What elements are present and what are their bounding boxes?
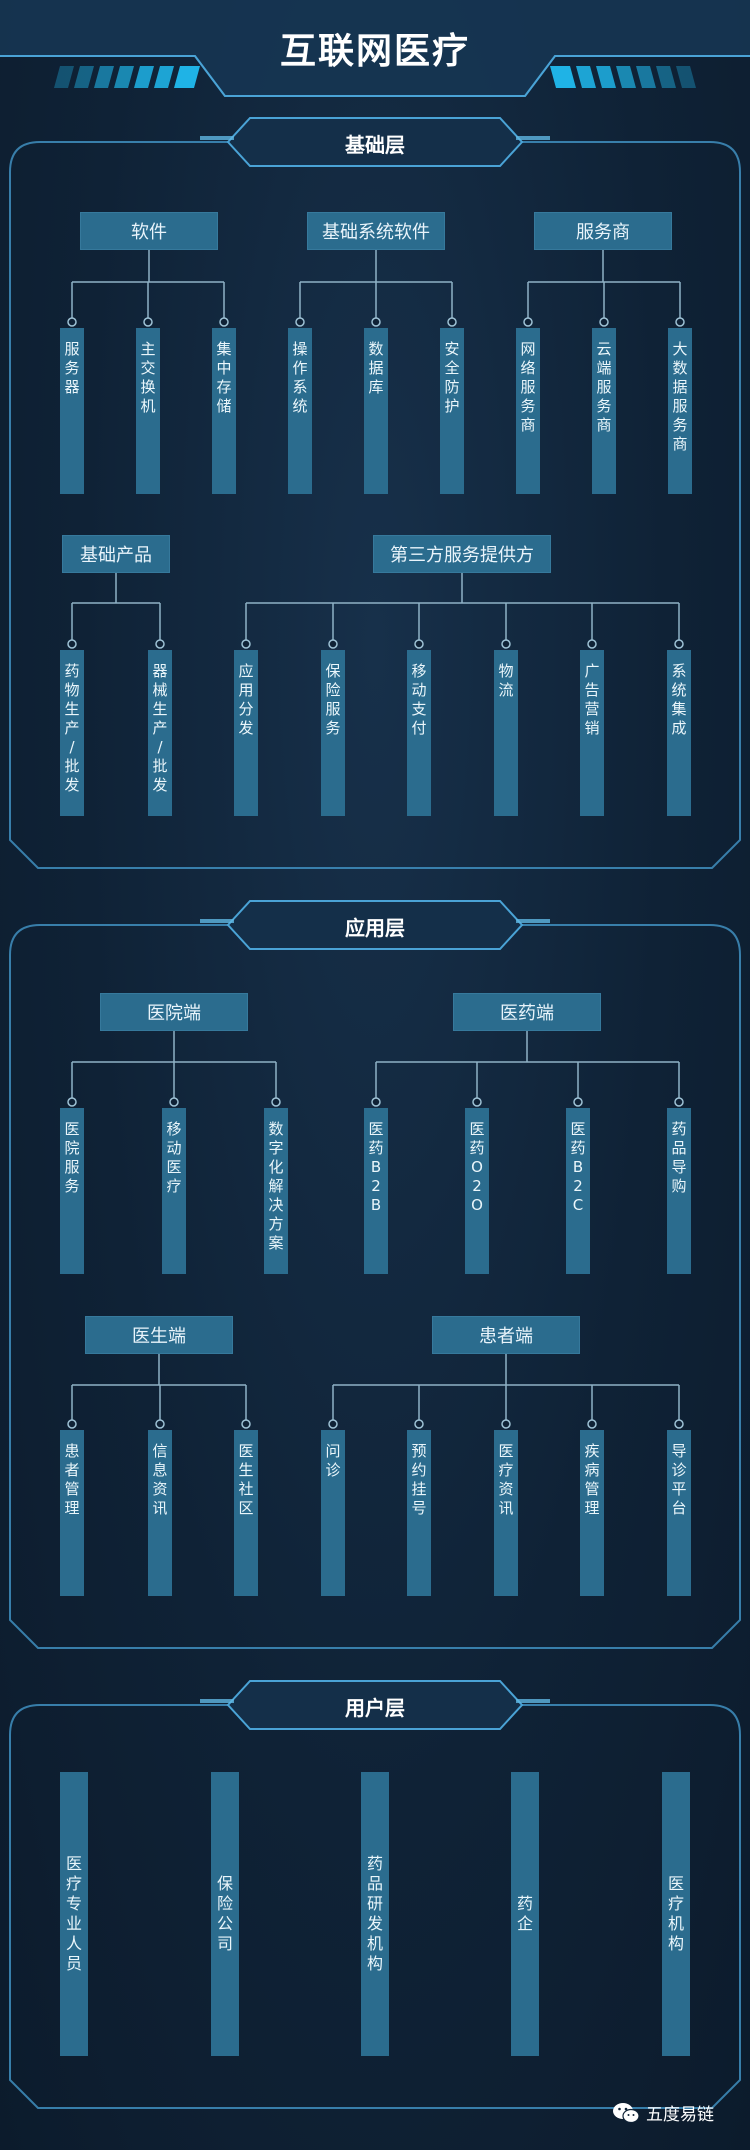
item-patient-0: 问诊 (321, 1430, 345, 1596)
item-sys-software-0: 操作系统 (288, 328, 312, 494)
user-item-3: 药企 (511, 1772, 539, 2056)
group-header-third-party: 第三方服务提供方 (373, 535, 551, 573)
section-title-user: 用户层 (345, 1696, 405, 1720)
item-doctor-0: 患者管理 (60, 1430, 84, 1596)
item-products-1: 器械生产/批发 (148, 650, 172, 816)
group-header-sys-software: 基础系统软件 (307, 212, 445, 250)
user-item-2: 药品研发机构 (361, 1772, 389, 2056)
item-patient-2: 医疗资讯 (494, 1430, 518, 1596)
item-doctor-2: 医生社区 (234, 1430, 258, 1596)
item-hospital-0: 医院服务 (60, 1108, 84, 1274)
section-title-base: 基础层 (345, 133, 405, 157)
item-third-party-0: 应用分发 (234, 650, 258, 816)
item-software-1: 主交换机 (136, 328, 160, 494)
item-third-party-1: 保险服务 (321, 650, 345, 816)
item-doctor-1: 信息资讯 (148, 1430, 172, 1596)
item-providers-2: 大数据服务商 (668, 328, 692, 494)
item-hospital-1: 移动医疗 (162, 1108, 186, 1274)
user-item-0: 医疗专业人员 (60, 1772, 88, 2056)
item-sys-software-2: 安全防护 (440, 328, 464, 494)
group-header-patient: 患者端 (432, 1316, 580, 1354)
item-third-party-2: 移动支付 (407, 650, 431, 816)
section-title-app: 应用层 (345, 916, 405, 940)
item-third-party-5: 系统集成 (667, 650, 691, 816)
item-software-2: 集中存储 (212, 328, 236, 494)
item-providers-1: 云端服务商 (592, 328, 616, 494)
user-item-1: 保险公司 (211, 1772, 239, 2056)
brand-name: 五度易链 (646, 2105, 714, 2125)
group-header-doctor: 医生端 (85, 1316, 233, 1354)
item-patient-1: 预约挂号 (407, 1430, 431, 1596)
item-pharma-3: 药品导购 (667, 1108, 691, 1274)
page-title: 互联网医疗 (279, 31, 470, 72)
item-patient-3: 疾病管理 (580, 1430, 604, 1596)
group-header-providers: 服务商 (534, 212, 672, 250)
group-header-software: 软件 (80, 212, 218, 250)
brand-logo: 五度易链 (612, 2100, 714, 2125)
item-products-0: 药物生产/批发 (60, 650, 84, 816)
item-third-party-3: 物流 (494, 650, 518, 816)
wechat-icon (613, 2102, 640, 2123)
item-third-party-4: 广告营销 (580, 650, 604, 816)
item-sys-software-1: 数据库 (364, 328, 388, 494)
item-providers-0: 网络服务商 (516, 328, 540, 494)
item-patient-4: 导诊平台 (667, 1430, 691, 1596)
item-software-0: 服务器 (60, 328, 84, 494)
group-header-hospital: 医院端 (100, 993, 248, 1031)
group-header-products: 基础产品 (62, 535, 170, 573)
user-item-4: 医疗机构 (662, 1772, 690, 2056)
item-hospital-2: 数字化解决方案 (264, 1108, 288, 1274)
group-header-pharma: 医药端 (453, 993, 601, 1031)
